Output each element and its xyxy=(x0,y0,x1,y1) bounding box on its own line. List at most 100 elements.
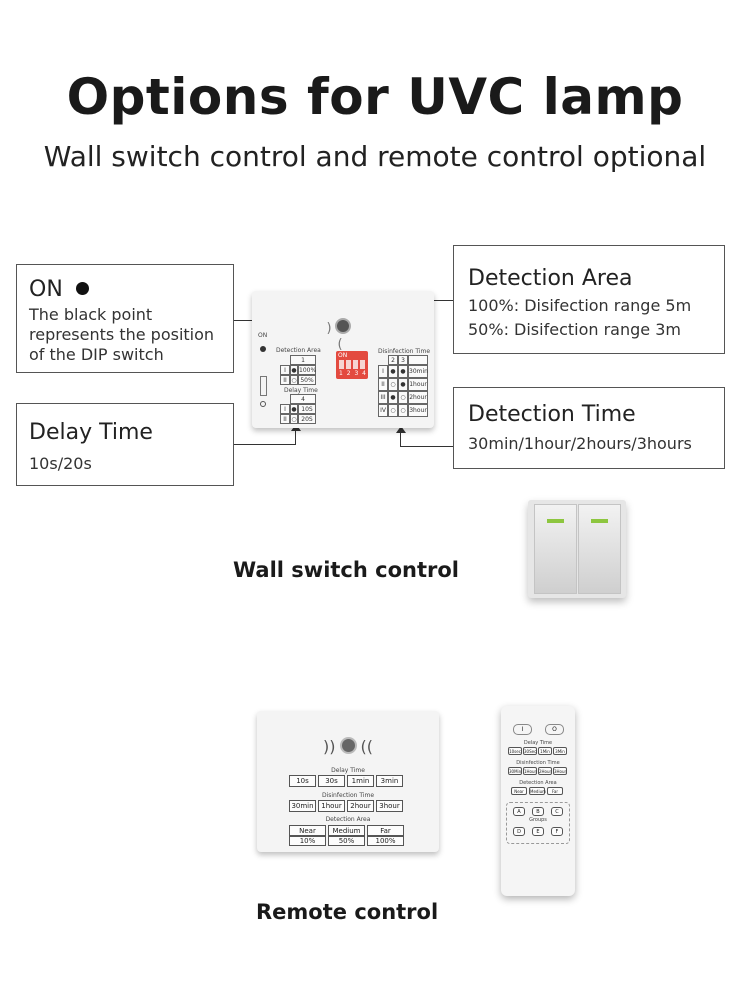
delay-option-button[interactable]: 30Sec xyxy=(523,747,537,755)
callout-area-line1: 100%: Disifection range 5m xyxy=(468,296,692,315)
group-button[interactable]: E xyxy=(532,827,544,836)
delay-option-button[interactable]: 3Min xyxy=(553,747,567,755)
dot-filled-icon: ● xyxy=(290,404,298,414)
remote-control-label: Remote control xyxy=(256,900,439,924)
delay-time-title: Delay Time xyxy=(284,387,318,394)
delay-option-button[interactable]: 3min xyxy=(376,775,403,787)
black-dot-icon xyxy=(75,282,89,295)
delay-option-button[interactable]: 1min xyxy=(347,775,374,787)
callout-detection-time: Detection Time 30min/1hour/2hours/3hours xyxy=(453,387,725,469)
page-subtitle: Wall switch control and remote control o… xyxy=(43,140,707,173)
wall-switch-left-rocker[interactable] xyxy=(534,504,577,594)
delay-time-title: Delay Time xyxy=(331,767,365,774)
disinfection-option-button[interactable]: 30min xyxy=(289,800,316,812)
dot-empty-icon: ○ xyxy=(398,404,408,417)
table-cell: 1hour xyxy=(408,378,428,391)
delay-option-button[interactable]: 1Min xyxy=(538,747,552,755)
callout-time-body: 30min/1hour/2hours/3hours xyxy=(468,434,692,453)
dot-filled-icon: ● xyxy=(398,378,408,391)
callout-on-line: represents the position xyxy=(29,325,215,344)
area-option-button[interactable]: Far xyxy=(367,825,404,836)
connector-line xyxy=(400,432,401,447)
wall-switch-label: Wall switch control xyxy=(233,558,459,582)
page-title: Options for UVC lamp xyxy=(66,68,684,126)
dot-filled-icon: ● xyxy=(388,365,398,378)
detection-area-title: Detection Area xyxy=(325,816,371,823)
dip-toggle[interactable] xyxy=(346,360,351,369)
group-button[interactable]: C xyxy=(551,807,563,816)
area-option-value: 50% xyxy=(328,836,365,846)
disinfection-option-button[interactable]: 1hour xyxy=(318,800,345,812)
callout-on: ON The black point represents the positi… xyxy=(16,264,234,373)
table-cell: I xyxy=(280,404,290,414)
groups-title: Groups xyxy=(529,817,547,823)
table-cell: III xyxy=(378,391,388,404)
switch-slider xyxy=(260,376,267,396)
table-cell: I xyxy=(280,365,290,375)
dot-empty-icon: ○ xyxy=(398,391,408,404)
dot-empty-icon: ○ xyxy=(290,414,298,424)
led-indicator xyxy=(547,519,564,523)
table-cell: 2 xyxy=(388,355,398,365)
sensor-icon: )( xyxy=(325,318,355,352)
callout-time-title: Detection Time xyxy=(468,402,636,427)
dip-toggle[interactable] xyxy=(360,360,365,369)
disinfection-option-button[interactable]: 3Hour xyxy=(553,767,567,775)
callout-on-title: ON xyxy=(29,277,63,302)
group-button[interactable]: B xyxy=(532,807,544,816)
dot-empty-icon: ○ xyxy=(388,404,398,417)
delay-option-button[interactable]: 10sec xyxy=(508,747,522,755)
dip-toggle[interactable] xyxy=(339,360,344,369)
dot-filled-icon: ● xyxy=(290,365,298,375)
connector-line xyxy=(234,444,296,445)
table-cell: II xyxy=(280,414,290,424)
table-cell: 50% xyxy=(298,375,316,385)
table-cell: II xyxy=(280,375,290,385)
disinfection-option-button[interactable]: 1Hour xyxy=(523,767,537,775)
power-on-button[interactable]: I xyxy=(513,724,532,735)
disinfection-option-button[interactable]: 3hour xyxy=(376,800,403,812)
area-option-button[interactable]: Medium xyxy=(328,825,365,836)
dip-numbers: 1 2 3 4 xyxy=(339,370,367,377)
connector-line xyxy=(234,320,264,321)
dip-switch[interactable]: ON 1 2 3 4 xyxy=(336,351,368,379)
switch-indicator-dot xyxy=(260,346,266,352)
area-option-button[interactable]: Far xyxy=(547,787,563,795)
area-option-button[interactable]: Near xyxy=(511,787,527,795)
connector-line xyxy=(295,430,296,445)
callout-delay-title: Delay Time xyxy=(29,420,153,445)
delay-option-button[interactable]: 30s xyxy=(318,775,345,787)
table-cell xyxy=(408,355,428,365)
table-cell: 3 xyxy=(398,355,408,365)
group-button[interactable]: D xyxy=(513,827,525,836)
delay-header: 4 xyxy=(290,394,316,404)
dip-toggle[interactable] xyxy=(353,360,358,369)
detection-area-header: 1 xyxy=(290,355,316,365)
area-option-value: 100% xyxy=(367,836,404,846)
callout-on-line: of the DIP switch xyxy=(29,345,164,364)
disinfection-option-button[interactable]: 30Min xyxy=(508,767,522,775)
callout-detection-area: Detection Area 100%: Disifection range 5… xyxy=(453,245,725,354)
connector-line xyxy=(400,446,453,447)
dip-on-label: ON xyxy=(338,352,348,359)
table-cell: IV xyxy=(378,404,388,417)
groups-box xyxy=(506,802,570,844)
sensor-icon: ))(( xyxy=(323,737,373,756)
table-cell: 20S xyxy=(298,414,316,424)
area-option-button[interactable]: Medium xyxy=(529,787,546,795)
table-cell: 30min xyxy=(408,365,428,378)
wall-switch-right-rocker[interactable] xyxy=(578,504,621,594)
dot-empty-icon: ○ xyxy=(388,378,398,391)
wall-switch[interactable] xyxy=(528,500,626,598)
callout-on-line: The black point xyxy=(29,305,153,324)
table-cell: 2hour xyxy=(408,391,428,404)
group-button[interactable]: F xyxy=(551,827,563,836)
disinfection-option-button[interactable]: 2hour xyxy=(347,800,374,812)
group-button[interactable]: A xyxy=(513,807,525,816)
delay-option-button[interactable]: 10s xyxy=(289,775,316,787)
dot-filled-icon: ● xyxy=(398,365,408,378)
area-option-button[interactable]: Near xyxy=(289,825,326,836)
disinfection-option-button[interactable]: 2Hour xyxy=(538,767,552,775)
power-off-button[interactable]: O xyxy=(545,724,564,735)
